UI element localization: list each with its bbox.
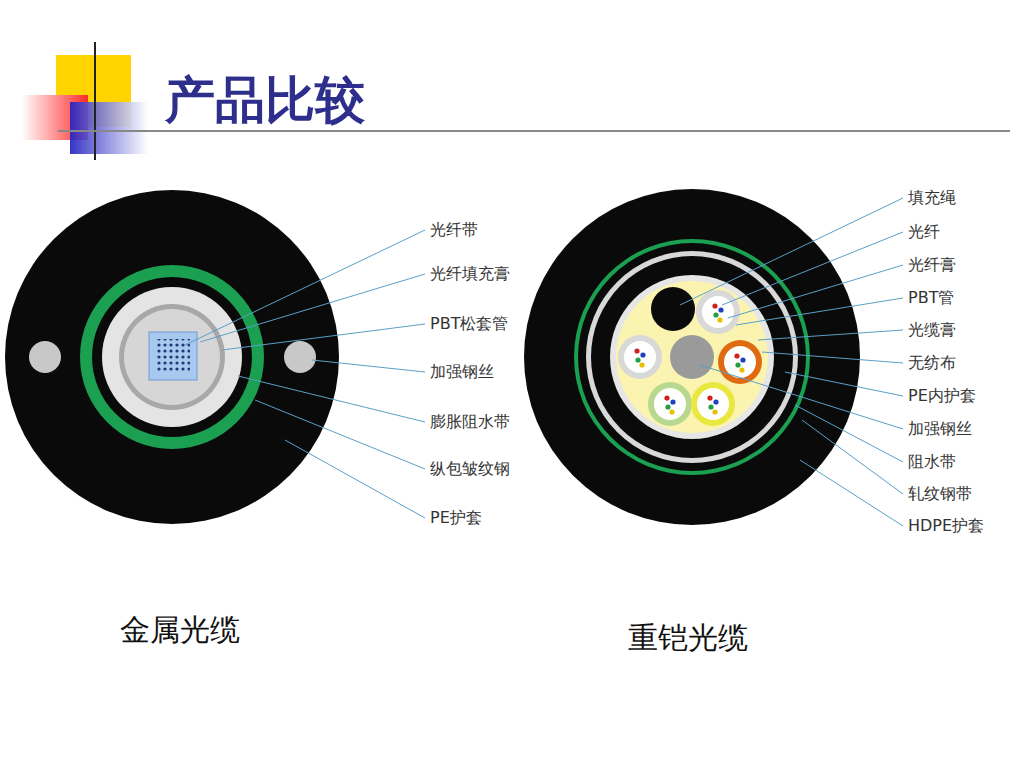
part-label: PBT管	[906, 288, 956, 307]
fiber-dot	[740, 357, 745, 362]
part-label: 阻水带	[906, 452, 958, 471]
part-label: 无纺布	[906, 353, 958, 372]
fiber-dot	[712, 409, 717, 414]
part-label: HDPE护套	[906, 516, 986, 535]
fiber-dot	[670, 399, 675, 404]
fiber-dot	[635, 357, 640, 362]
fiber-dot	[713, 312, 718, 317]
part-label: 纵包皱纹钢	[428, 459, 512, 478]
part-label: 光纤带	[428, 220, 480, 239]
part-label: 膨胀阻水带	[428, 412, 512, 431]
fiber-dot	[734, 353, 739, 358]
part-label: 光缆膏	[906, 320, 958, 339]
fiber-dot	[713, 399, 718, 404]
part-label: 光纤膏	[906, 255, 958, 274]
fiber-dot	[735, 362, 740, 367]
part-label: 填充绳	[906, 188, 958, 207]
fiber-dot	[707, 395, 712, 400]
fiber-dot	[665, 404, 670, 409]
fiber-dot	[639, 362, 644, 367]
part-label: PBT松套管	[428, 314, 510, 333]
part-label: PE护套	[428, 508, 484, 527]
fiber-dot	[712, 303, 717, 308]
part-label: 光纤填充膏	[428, 264, 512, 283]
fiber-dot	[708, 404, 713, 409]
part-label: 加强钢丝	[428, 362, 496, 381]
fiber-dot	[718, 307, 723, 312]
fiber-dot	[634, 348, 639, 353]
part-label: 光纤	[906, 222, 942, 241]
cable-caption: 金属光缆	[120, 612, 240, 648]
fiber-dot	[640, 352, 645, 357]
fiber-dot	[669, 409, 674, 414]
cable-caption: 重铠光缆	[628, 620, 748, 656]
fiber-dot	[717, 317, 722, 322]
fiber-dot	[664, 395, 669, 400]
part-label: 加强钢丝	[906, 419, 974, 438]
part-label: PE内护套	[906, 386, 978, 405]
part-label: 轧纹钢带	[906, 484, 974, 503]
fiber-dot	[739, 367, 744, 372]
slide-title: 产品比较	[165, 70, 365, 130]
